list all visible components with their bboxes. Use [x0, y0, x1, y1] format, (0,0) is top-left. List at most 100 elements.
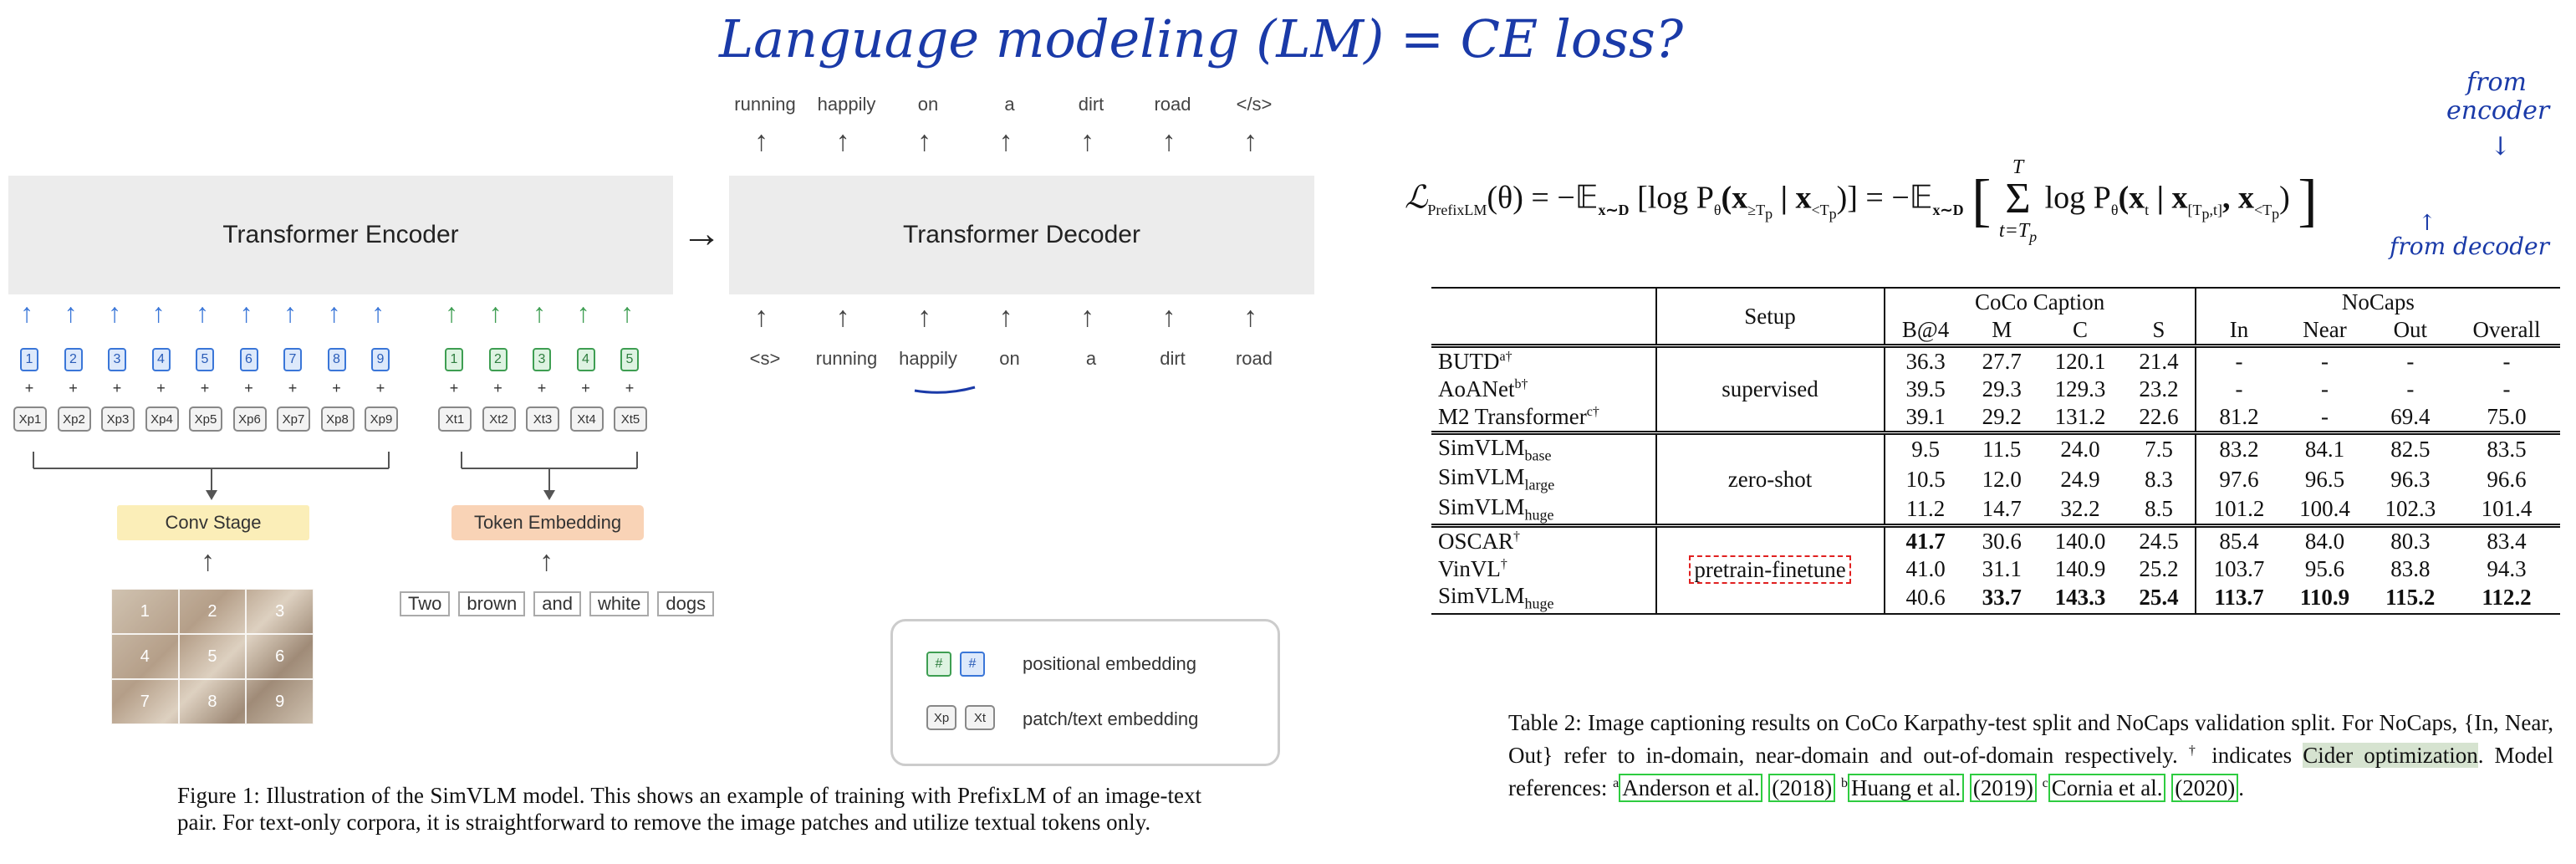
image-position-embedding: 5: [196, 348, 214, 371]
table-caption-part3: . Model references:: [1508, 743, 2554, 800]
table-cell: 30.6: [1982, 529, 2022, 555]
table-cell: 129.3: [2054, 376, 2106, 401]
setup-cell: supervised: [1655, 348, 1885, 433]
table-cell: 120.1: [2054, 349, 2106, 374]
table-cell: 101.2: [2194, 493, 2283, 526]
eq-term1b: (x: [1721, 180, 1748, 216]
reference-year-link[interactable]: (2020): [2171, 774, 2239, 802]
image-position-embedding: 6: [239, 348, 258, 371]
image-up-arrow: ↑: [327, 298, 341, 328]
decoder-input-token: <s>: [749, 348, 781, 369]
table-caption-end: .: [2238, 775, 2244, 800]
decoder-output-token: on: [917, 94, 939, 115]
decoder-label: Transformer Decoder: [903, 221, 1140, 248]
table-cell: 84.0: [2304, 529, 2345, 555]
image-position-embedding: 3: [108, 348, 126, 371]
setup-cell: pretrain-finetune: [1655, 528, 1885, 614]
table-cell: 24.5: [2139, 529, 2179, 555]
decoder-input-arrow: ↑: [835, 301, 850, 333]
legend-box: # # positional embedding Xp Xt patch/tex…: [890, 619, 1280, 766]
conv-stage-box: Conv Stage: [117, 505, 309, 540]
table-cell: 40.6: [1883, 583, 1966, 614]
eq-xt: (x: [2118, 180, 2145, 216]
eq-term1: [log P: [1637, 180, 1714, 216]
eq-lt2-p: p: [2272, 205, 2280, 222]
table-cell: 8.5: [2145, 495, 2173, 521]
text-patch-embedding: Xt5: [614, 406, 647, 432]
table-cell: -: [2320, 404, 2329, 429]
table-cell: 33.7: [1982, 585, 2022, 611]
reference-link[interactable]: Anderson et al.: [1619, 774, 1763, 802]
reference-link[interactable]: Cornia et al.: [2048, 774, 2166, 802]
text-plus: +: [449, 380, 459, 396]
image-token-stack: ↑1+Xp1↑2+Xp2↑3+Xp3↑4+Xp4↑5+Xp5↑6+Xp6↑7+X…: [13, 298, 411, 453]
connector-lines: [33, 452, 638, 500]
decoder-input-token: on: [999, 348, 1020, 369]
table-cell: 83.4: [2487, 529, 2527, 555]
header-setup: Setup: [1655, 289, 1885, 346]
decoder-input-arrow: ↑: [754, 301, 768, 333]
text-up-arrow: ↑: [488, 298, 502, 328]
table-cell: 103.7: [2194, 555, 2283, 584]
eq-sum-bot-p: p: [2029, 228, 2038, 245]
reference-year-link[interactable]: (2019): [1969, 774, 2037, 802]
decoder-output-arrow: ↑: [835, 125, 850, 157]
decoder-input-arrow: ↑: [1243, 301, 1257, 333]
setup-label: zero-shot: [1727, 466, 1813, 492]
table-cell: 83.5: [2487, 437, 2527, 463]
decoder-output-token: road: [1154, 94, 1191, 115]
text-up-arrow: ↑: [445, 298, 458, 328]
image-patch-number: 2: [178, 589, 247, 634]
decoder-input-token: road: [1235, 348, 1273, 369]
decoder-input-arrow: ↑: [1080, 301, 1094, 333]
image-up-arrow: ↑: [20, 298, 33, 328]
table-cell: 81.2: [2194, 403, 2283, 433]
table-cell: -: [2320, 376, 2329, 401]
legend-pos-blue: #: [960, 652, 985, 677]
table-cell: 96.3: [2390, 466, 2431, 492]
decoder-input-token: dirt: [1160, 348, 1186, 369]
table-cell: 32.2: [2060, 495, 2100, 521]
ref-mark: b: [1840, 776, 1848, 790]
token-embedding-label: Token Embedding: [473, 512, 622, 533]
image-position-embedding: 7: [283, 348, 302, 371]
table-cell: 9.5: [1883, 435, 1966, 465]
token-embedding-box: Token Embedding: [451, 505, 644, 540]
text-position-embedding: 3: [533, 348, 551, 371]
decoder-outputs: running↑happily↑on↑a↑dirt↑road↑</s>↑: [734, 94, 1338, 169]
table-cell: 8.3: [2145, 466, 2173, 492]
table-cell: 11.5: [1982, 437, 2022, 463]
reference-link[interactable]: Huang et al.: [1847, 774, 1965, 802]
column-header: M: [1992, 317, 2012, 342]
table-cell: -: [2406, 376, 2415, 401]
decoder-output-arrow: ↑: [1080, 125, 1094, 157]
ref-mark: c: [2042, 776, 2048, 790]
table-cell: 22.6: [2139, 404, 2179, 429]
prefixlm-equation: ℒPrefixLM(θ) = −𝔼x∼D [log Pθ(x≥Tp | x<Tp…: [1405, 156, 2318, 245]
text-position-embedding: 2: [488, 348, 508, 371]
table-cell: 82.5: [2390, 437, 2431, 463]
eq-bar2: | x: [2149, 180, 2188, 216]
table-caption-part1: Table 2: Image captioning results on CoC…: [1508, 710, 2553, 768]
transformer-encoder: Transformer Encoder: [8, 176, 673, 294]
eq-sub2: x∼D: [1932, 202, 1964, 219]
table-cell: -: [2502, 349, 2511, 374]
image-plus: +: [156, 380, 166, 396]
reference-year-link[interactable]: (2018): [1768, 774, 1836, 802]
header-nocaps: NoCaps: [2194, 289, 2560, 316]
input-word: and: [533, 591, 581, 616]
text-patch-embedding: Xt3: [526, 406, 559, 432]
encoder-to-decoder-arrow: →: [681, 212, 722, 256]
table-cell: -: [2406, 349, 2415, 374]
text-plus: +: [581, 380, 590, 396]
setup-label: pretrain-finetune: [1689, 555, 1851, 585]
handwritten-from-encoder: from encoder: [2446, 68, 2550, 125]
text-plus: +: [493, 380, 502, 396]
text-token-stack: ↑1+Xt1↑2+Xt2↑3+Xt3↑4+Xt4↑5+Xt5: [438, 298, 669, 453]
table-cell: 29.3: [1982, 376, 2022, 401]
